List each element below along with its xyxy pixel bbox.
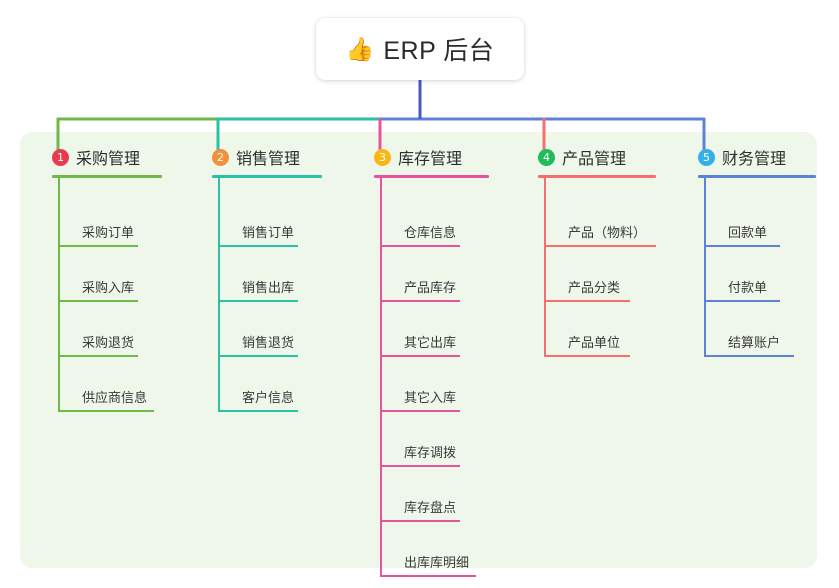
- branch-badge-5: 5: [698, 148, 715, 166]
- leaf-item[interactable]: 产品（物料）: [544, 192, 660, 247]
- leaf-item[interactable]: 其它入库: [380, 357, 464, 412]
- branch-header-rule-1: [52, 175, 162, 178]
- branch-header-rule-2: [212, 175, 322, 178]
- leaf-item-label: 回款单: [728, 225, 768, 240]
- branch-column-2: 2 销售管理销售订单销售出库销售退货客户信息: [196, 146, 322, 412]
- leaf-item-label: 结算账户: [728, 335, 781, 350]
- branch-header-3[interactable]: 3 库存管理: [374, 146, 462, 168]
- leaf-item-rule: [380, 465, 460, 467]
- leaf-item-label: 销售出库: [242, 280, 295, 295]
- branch-spine-5: [704, 177, 706, 357]
- leaf-item-label: 产品（物料）: [568, 225, 647, 240]
- leaf-item-label: 出库库明细: [404, 555, 470, 570]
- leaf-item-label: 采购入库: [82, 280, 135, 295]
- leaf-item-label: 供应商信息: [82, 390, 148, 405]
- branch-header-4[interactable]: 4 产品管理: [538, 146, 626, 168]
- branch-title-2: 销售管理: [236, 151, 301, 168]
- leaf-item[interactable]: 出库库明细: [380, 522, 480, 577]
- leaf-item[interactable]: 回款单: [704, 192, 784, 247]
- branch-header-rule-5: [698, 175, 816, 178]
- branch-title-5: 财务管理: [722, 151, 787, 168]
- leaf-item-rule: [380, 355, 460, 357]
- branch-title-3: 库存管理: [398, 151, 463, 168]
- leaf-item-label: 其它入库: [404, 390, 457, 405]
- leaf-item-rule: [704, 245, 780, 247]
- branch-title-1: 采购管理: [76, 151, 141, 168]
- leaf-item-rule: [380, 410, 460, 412]
- leaf-item-rule: [704, 300, 780, 302]
- branch-spine-4: [544, 177, 546, 357]
- branch-spine-3: [380, 177, 382, 577]
- leaf-item-label: 付款单: [728, 280, 768, 295]
- branch-column-5: 5 财务管理回款单付款单结算账户: [682, 146, 816, 357]
- leaf-item-rule: [380, 575, 476, 577]
- leaf-item-label: 库存调拨: [404, 445, 457, 460]
- leaf-item-rule: [218, 300, 298, 302]
- leaf-item-rule: [58, 355, 138, 357]
- leaf-item-label: 销售订单: [242, 225, 295, 240]
- leaf-item[interactable]: 库存盘点: [380, 467, 464, 522]
- leaf-item[interactable]: 产品单位: [544, 302, 634, 357]
- leaf-item-rule: [380, 300, 460, 302]
- leaf-item-rule: [58, 245, 138, 247]
- leaf-item[interactable]: 供应商信息: [58, 357, 158, 412]
- branch-badge-2: 2: [212, 148, 229, 166]
- leaf-item[interactable]: 付款单: [704, 247, 784, 302]
- branch-header-rule-3: [374, 175, 489, 178]
- branch-spine-2: [218, 177, 220, 412]
- leaf-item-rule: [704, 355, 794, 357]
- leaf-item-rule: [218, 410, 298, 412]
- leaf-item-rule: [544, 245, 656, 247]
- leaf-item-label: 采购退货: [82, 335, 135, 350]
- leaf-item-rule: [544, 355, 630, 357]
- leaf-item-rule: [58, 410, 154, 412]
- branch-header-2[interactable]: 2 销售管理: [212, 146, 300, 168]
- branch-title-4: 产品管理: [562, 151, 627, 168]
- branch-spine-1: [58, 177, 60, 412]
- branch-badge-1: 1: [52, 148, 69, 166]
- leaf-item-label: 仓库信息: [404, 225, 457, 240]
- root-node[interactable]: 👍 ERP 后台: [316, 18, 524, 80]
- leaf-item[interactable]: 库存调拨: [380, 412, 464, 467]
- leaf-item[interactable]: 结算账户: [704, 302, 798, 357]
- branches-background-panel: [20, 132, 817, 568]
- leaf-item[interactable]: 销售订单: [218, 192, 302, 247]
- thumbs-up-emoji: 👍: [345, 35, 375, 62]
- root-title: ERP 后台: [383, 37, 495, 65]
- leaf-item-rule: [58, 300, 138, 302]
- leaf-item-rule: [218, 355, 298, 357]
- leaf-item[interactable]: 其它出库: [380, 302, 464, 357]
- leaf-item-label: 客户信息: [242, 390, 295, 405]
- branch-column-3: 3 库存管理仓库信息产品库存其它出库其它入库库存调拨库存盘点出库库明细: [358, 146, 489, 577]
- leaf-item[interactable]: 产品库存: [380, 247, 464, 302]
- leaf-item-label: 销售退货: [242, 335, 295, 350]
- leaf-item[interactable]: 采购订单: [58, 192, 142, 247]
- leaf-item-label: 产品库存: [404, 280, 457, 295]
- leaf-item[interactable]: 销售退货: [218, 302, 302, 357]
- leaf-item-rule: [380, 245, 460, 247]
- branch-header-1[interactable]: 1 采购管理: [52, 146, 140, 168]
- leaf-item-label: 采购订单: [82, 225, 135, 240]
- leaf-item-rule: [218, 245, 298, 247]
- branch-column-4: 4 产品管理产品（物料） 产品分类产品单位: [522, 146, 656, 357]
- leaf-item[interactable]: 采购退货: [58, 302, 142, 357]
- leaf-item-label: 产品单位: [568, 335, 621, 350]
- leaf-item-rule: [380, 520, 460, 522]
- branch-badge-4: 4: [538, 148, 555, 166]
- leaf-item[interactable]: 产品分类: [544, 247, 634, 302]
- branch-header-rule-4: [538, 175, 656, 178]
- leaf-item[interactable]: 客户信息: [218, 357, 302, 412]
- leaf-item-label: 其它出库: [404, 335, 457, 350]
- leaf-item[interactable]: 采购入库: [58, 247, 142, 302]
- branch-badge-3: 3: [374, 148, 391, 166]
- leaf-item[interactable]: 仓库信息: [380, 192, 464, 247]
- leaf-item[interactable]: 销售出库: [218, 247, 302, 302]
- branch-column-1: 1 采购管理采购订单采购入库采购退货供应商信息: [36, 146, 162, 412]
- leaf-item-label: 产品分类: [568, 280, 621, 295]
- leaf-item-label: 库存盘点: [404, 500, 457, 515]
- branch-header-5[interactable]: 5 财务管理: [698, 146, 786, 168]
- leaf-item-rule: [544, 300, 630, 302]
